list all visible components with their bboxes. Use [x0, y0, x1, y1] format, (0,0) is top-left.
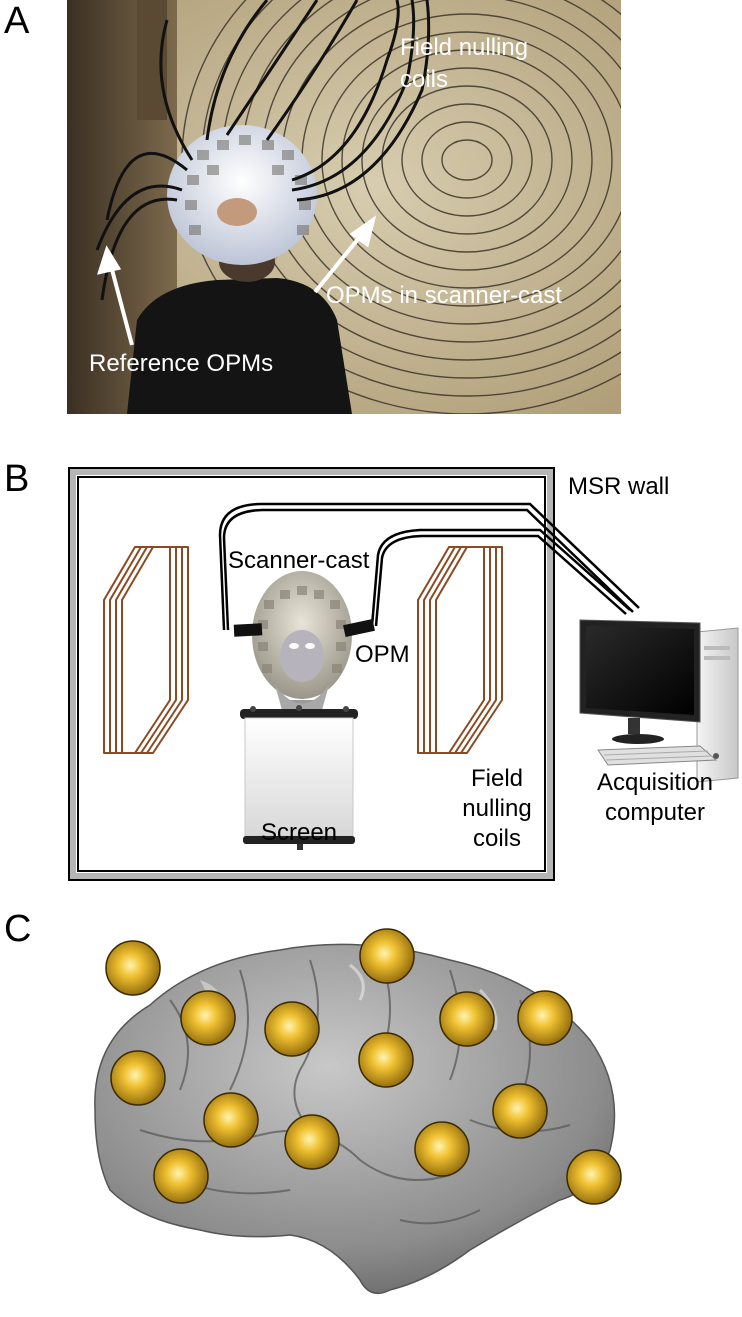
acquisition-computer	[579, 619, 739, 783]
sensor	[264, 1001, 320, 1057]
msr-wall-outer	[68, 467, 555, 881]
sensor	[203, 1092, 259, 1148]
scanner-cast-helmet	[167, 125, 317, 265]
person-body	[127, 278, 352, 414]
right-field-nulling-coils	[417, 546, 503, 754]
sensor	[517, 990, 573, 1046]
panel-c-brain	[94, 928, 622, 1295]
sensor	[439, 991, 495, 1047]
sensor	[358, 1032, 414, 1088]
annotation-arrows	[97, 215, 377, 346]
sensor	[180, 990, 236, 1046]
photo-illustration	[67, 0, 742, 415]
opm-block-right	[343, 619, 375, 637]
label-opms-in-scanner-cast: OPMs in scanner-cast	[326, 282, 563, 309]
sensor	[359, 928, 415, 984]
label-field-nulling-coils-photo: Field nulling coils	[400, 32, 580, 96]
label-field-line3: coils	[472, 825, 521, 852]
panel-b-diagram	[68, 467, 739, 881]
panel-c-letter: C	[4, 908, 32, 950]
label-field-nulling-line2: coils	[400, 66, 449, 93]
label-field-line1: Field	[470, 765, 524, 792]
sensor	[153, 1148, 209, 1204]
label-acq-line1: Acquisition	[596, 769, 714, 796]
sensor	[492, 1083, 548, 1139]
cables	[95, 0, 431, 301]
sensor	[414, 1121, 470, 1177]
sensor	[284, 1114, 340, 1170]
opm-block-left	[233, 623, 263, 637]
sensor	[566, 1149, 622, 1205]
label-acq-line2: computer	[604, 799, 706, 826]
opm-sensors	[105, 928, 622, 1205]
label-field-nulling-coils: Field nulling coils	[437, 764, 557, 854]
label-acquisition-computer: Acquisition computer	[570, 768, 740, 828]
label-msr-wall: MSR wall	[568, 473, 670, 500]
label-field-line2: nulling	[462, 795, 532, 822]
panel-a-photo	[67, 0, 742, 415]
label-reference-opms: Reference OPMs	[89, 350, 274, 377]
label-opm: OPM	[355, 641, 410, 668]
panel-a-letter: A	[4, 0, 30, 42]
left-field-nulling-coils	[103, 546, 189, 754]
cables-to-computer	[218, 502, 640, 631]
sensor	[105, 940, 161, 996]
label-field-nulling-line1: Field nulling	[400, 34, 529, 61]
msr-wall-gray	[70, 469, 553, 879]
label-screen: Screen	[260, 819, 338, 846]
label-scanner-cast: Scanner-cast	[228, 547, 370, 574]
projection-screen	[240, 705, 358, 850]
panel-b-letter: B	[4, 458, 30, 500]
sensor	[110, 1050, 166, 1106]
